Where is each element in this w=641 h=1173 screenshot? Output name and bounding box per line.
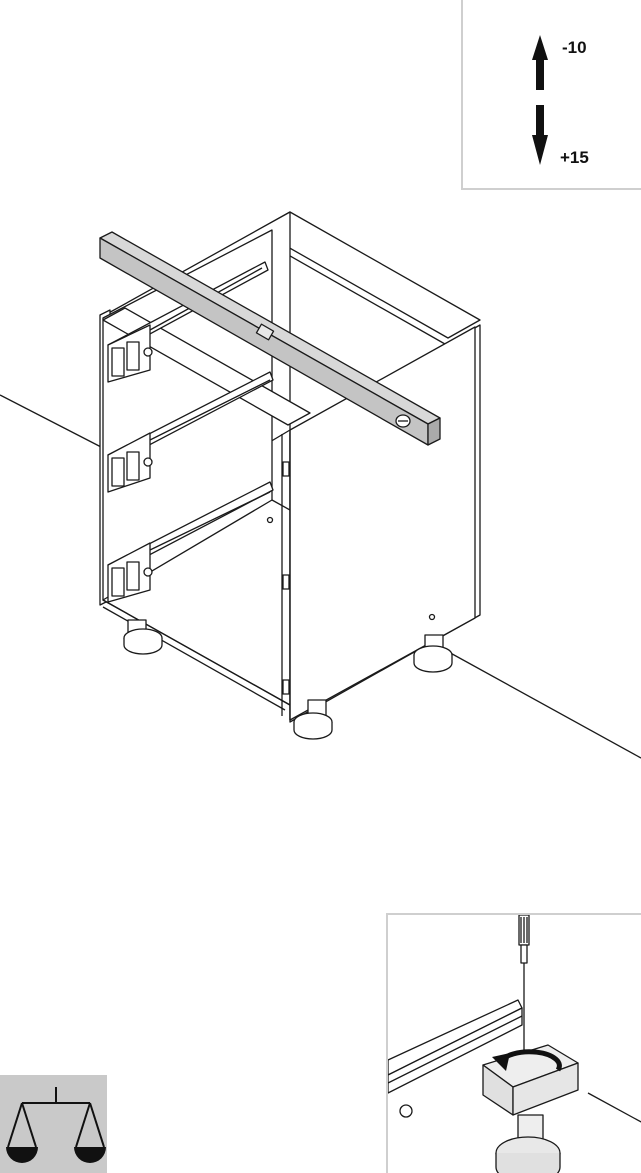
screwdriver-detail-illustration <box>388 915 641 1173</box>
balance-scale-icon <box>6 1087 106 1163</box>
leg-adjust-detail-panel <box>386 913 641 1173</box>
leg-back-right <box>413 634 453 673</box>
runner-bottom <box>107 481 274 603</box>
adjust-down-label: +15 <box>560 148 589 167</box>
wall-line-left <box>0 394 104 449</box>
adjust-up-label: -10 <box>562 38 587 57</box>
height-adjustment-panel <box>461 0 641 190</box>
rotation-arrow-icon <box>492 1049 562 1072</box>
cabinet-front-rail <box>102 307 311 426</box>
arrow-down-icon <box>532 105 548 165</box>
runner-middle <box>107 371 274 493</box>
spirit-level <box>99 231 441 446</box>
right-clips <box>282 461 290 695</box>
leg-front-right <box>293 699 333 740</box>
cabinet-top-back-rail <box>257 211 481 339</box>
leg-front-left <box>123 619 163 655</box>
arrow-up-icon <box>532 35 548 90</box>
weight-icon-box <box>0 1075 107 1173</box>
floor-line-right <box>444 649 641 759</box>
